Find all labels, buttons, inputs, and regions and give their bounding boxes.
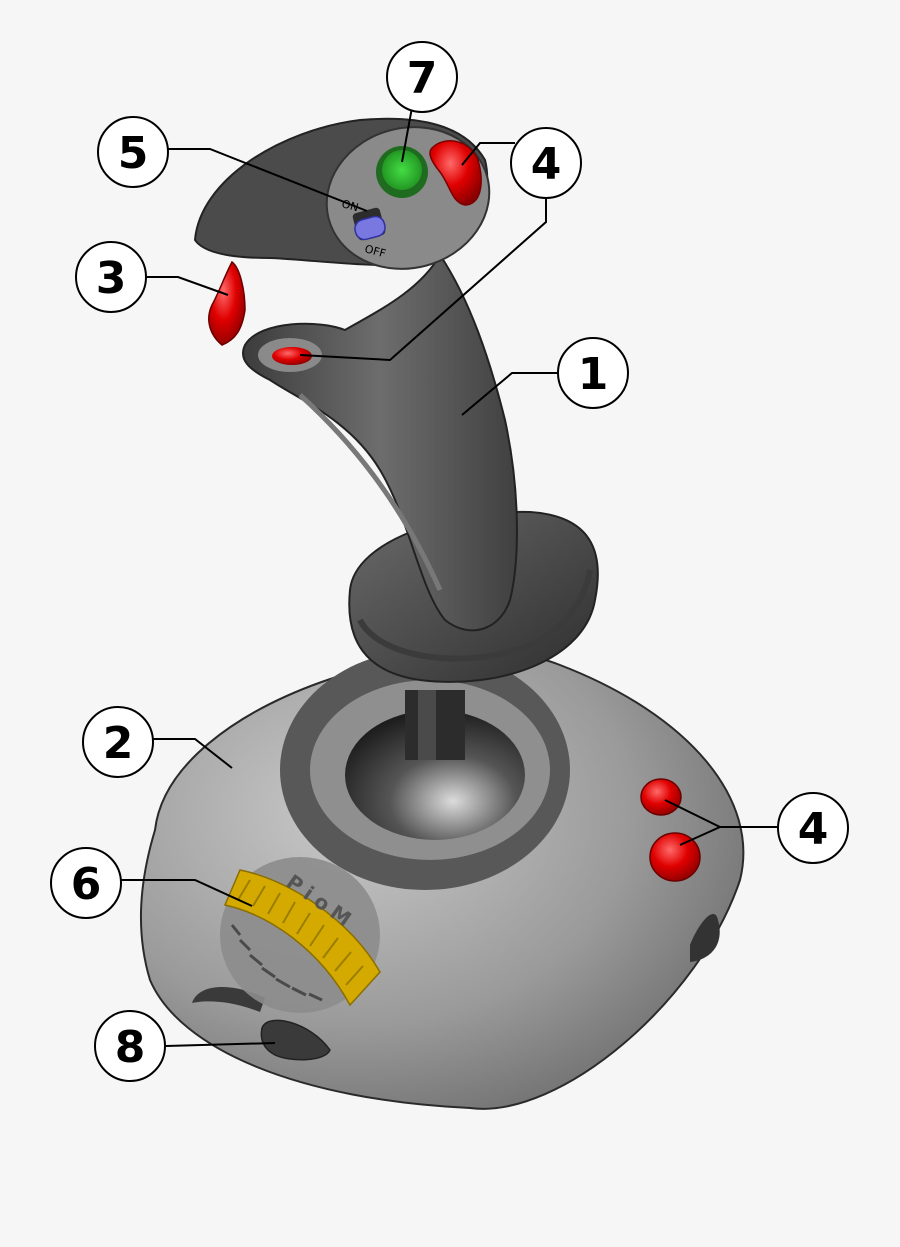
callout-3: 3 [75,241,147,313]
callout-6-number: 6 [71,859,102,910]
callout-7-number: 7 [407,53,438,104]
trigger-button[interactable] [208,260,246,346]
switch-off-label: OFF [363,242,387,260]
stick-shaft [405,690,465,760]
callout-4-top-number: 4 [531,139,562,190]
grip-red-button[interactable] [272,347,312,365]
callout-1: 1 [557,337,629,409]
callout-4-base: 4 [777,792,849,864]
base-red-buttons [640,778,701,882]
leader-line-8 [165,1042,276,1047]
callout-8: 8 [94,1010,166,1082]
leader-line-2 [153,738,233,769]
callout-8-number: 8 [115,1022,146,1073]
callout-7: 7 [386,41,458,113]
leader-line-4a-grip [299,196,547,362]
callout-4-top: 4 [510,127,582,199]
callout-2: 2 [82,706,154,778]
leader-line-3 [146,276,229,296]
callout-5-number: 5 [118,128,149,179]
leader-lines [121,101,779,1047]
leader-line-7 [401,101,414,163]
callout-5: 5 [97,116,169,188]
leader-line-4a [461,142,515,166]
leader-line-4b-lower [679,826,721,846]
callout-2-number: 2 [103,718,134,769]
callout-4-base-number: 4 [798,804,829,855]
gimbal-ring [280,650,570,890]
leader-line-6 [121,879,253,907]
throttle-wheel[interactable]: PioM [220,857,381,1013]
stick-grip [242,253,518,632]
base-red-button-upper[interactable] [640,778,682,816]
leader-line-5 [167,148,368,212]
leader-line-1 [461,372,558,416]
callout-1-number: 1 [578,349,609,400]
green-button[interactable] [376,146,428,198]
callout-6: 6 [50,847,122,919]
callout-3-number: 3 [96,253,127,304]
base-red-button-lower[interactable] [649,832,701,882]
stick-head: ON OFF [193,117,491,346]
